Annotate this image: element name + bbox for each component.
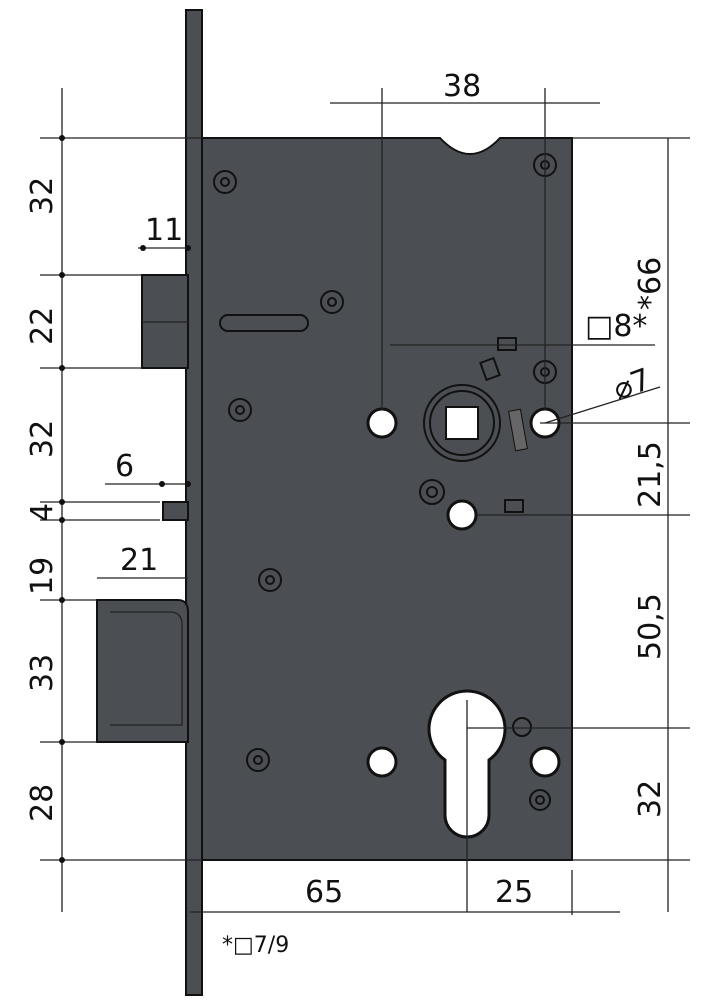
dim-deadbolt-throw: 21 <box>120 543 158 578</box>
slot <box>219 314 309 332</box>
dim-hole-b: 50,5 <box>633 593 668 660</box>
footnote: *□7/9 <box>222 933 289 958</box>
dim-left-1: 32 <box>25 177 60 215</box>
dim-left-7: 28 <box>25 784 60 822</box>
dim-latch-offset: 11 <box>145 213 183 248</box>
dim-left-2: 22 <box>25 307 60 345</box>
mounting-holes <box>366 407 561 778</box>
dim-spindle-square: □8* <box>585 309 647 344</box>
dimension-dots <box>59 135 191 863</box>
dim-backset: 65 <box>305 875 343 910</box>
spindle-hub <box>423 384 501 462</box>
dim-edge: 25 <box>495 875 533 910</box>
dim-hole-spacing: 38 <box>443 69 481 104</box>
spindle-square <box>445 406 479 440</box>
lock-case <box>201 137 573 861</box>
deadbolt <box>96 599 189 743</box>
dim-left-5: 19 <box>25 557 60 595</box>
dim-left-6: 33 <box>25 654 60 692</box>
dim-cylinder: 32 <box>633 780 668 818</box>
dim-hole-a: 21,5 <box>633 441 668 508</box>
dim-pin-offset: 6 <box>115 449 134 484</box>
dim-left-3: 32 <box>25 420 60 458</box>
latch-pin <box>162 501 189 521</box>
dim-spindle: *66 <box>633 257 668 310</box>
dim-left-4: 4 <box>25 503 60 522</box>
